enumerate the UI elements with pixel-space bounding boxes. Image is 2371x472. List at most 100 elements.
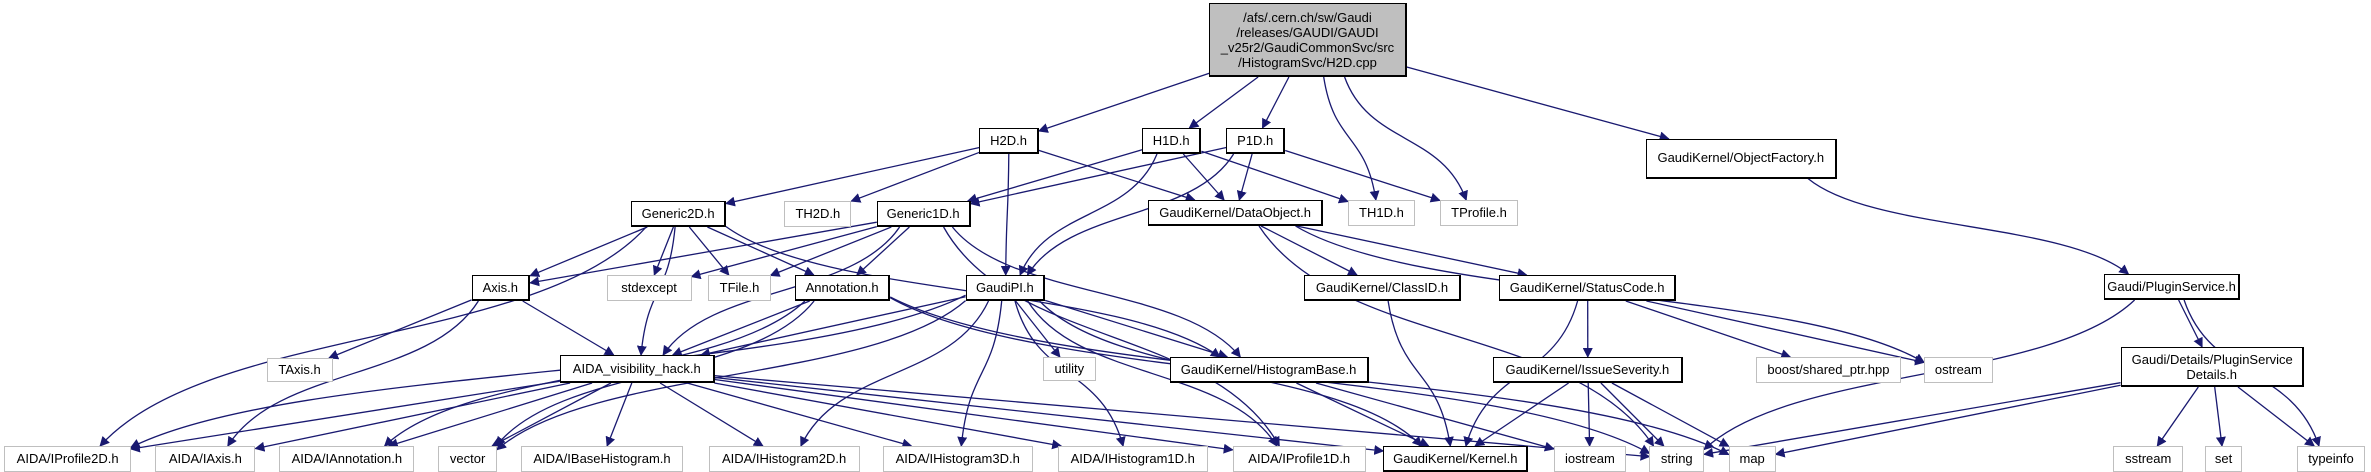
edge-generic2d-to-annotation <box>707 226 815 276</box>
node-string: string <box>1649 446 1705 472</box>
edge-aidahack-to-iprofile1d <box>714 378 1234 454</box>
edge-psdetails-to-typeinfo <box>2237 386 2315 447</box>
node-tfile: TFile.h <box>708 275 771 301</box>
node-h1d[interactable]: H1D.h <box>1142 128 1202 154</box>
edge-psdetails-to-string <box>1703 382 2121 458</box>
edge-aidahack-to-ihistogram3d <box>686 382 913 449</box>
node-issueseverity[interactable]: GaudiKernel/IssueSeverity.h <box>1492 357 1683 383</box>
node-taxis: TAxis.h <box>266 358 333 382</box>
edge-generic1d-to-aidahack <box>662 226 901 356</box>
edge-aidahack-to-string <box>714 375 1651 461</box>
edge-gaudipi-to-iprofile2d <box>129 294 966 449</box>
edge-aidahack-to-ihistogram1d <box>714 382 1063 450</box>
edge-psdetails-to-set <box>2214 386 2226 447</box>
node-ibasehistogram: AIDA/IBaseHistogram.h <box>520 446 684 472</box>
node-iostream: iostream <box>1553 446 1626 472</box>
edge-histogrambase-to-kernel <box>1296 382 1430 447</box>
edge-root-to-h1d <box>1188 76 1259 129</box>
node-histogrambase[interactable]: GaudiKernel/HistogramBase.h <box>1169 357 1369 383</box>
edge-gaudipi-to-iprofile1d <box>1027 300 1278 447</box>
node-ihistogram3d: AIDA/IHistogram3D.h <box>882 446 1033 472</box>
node-axis[interactable]: Axis.h <box>471 275 531 301</box>
edge-issueseverity-to-string <box>1600 382 1665 447</box>
node-p1d[interactable]: P1D.h <box>1226 128 1286 154</box>
edge-h2d-to-gaudipi <box>1000 153 1011 276</box>
edge-dataobject-to-classid <box>1260 225 1358 276</box>
edge-h1d-to-gaudipi <box>1018 153 1158 276</box>
node-label: Gaudi/Details/PluginService Details.h <box>2131 351 2293 382</box>
node-map: map <box>1728 446 1776 472</box>
node-pluginservice[interactable]: Gaudi/PluginService.h <box>2104 274 2241 300</box>
node-statuscode[interactable]: GaudiKernel/StatusCode.h <box>1499 275 1677 301</box>
node-typeinfo: typeinfo <box>2296 446 2366 472</box>
edge-gaudipi-to-ihistogram3d <box>957 300 1003 447</box>
node-iprofile1d: AIDA/IProfile1D.h <box>1232 446 1366 472</box>
edge-statuscode-to-boost <box>1625 300 1792 359</box>
node-annotation[interactable]: Annotation.h <box>795 275 891 301</box>
edge-root-to-objectfactory <box>1406 66 1670 142</box>
node-h2d[interactable]: H2D.h <box>979 128 1039 154</box>
edge-gaudipi-to-histogrambase <box>1044 299 1229 360</box>
node-th1d: TH1D.h <box>1347 200 1415 226</box>
edge-aidahack-to-iprofile2d <box>129 380 561 453</box>
edge-classid-to-kernel <box>1387 300 1454 447</box>
edge-gaudipi-to-vector <box>496 300 967 451</box>
edge-generic1d-to-tfile <box>769 226 892 277</box>
edge-pluginservice-to-psdetails <box>2178 299 2203 348</box>
edge-p1d-to-generic1d <box>969 146 1227 207</box>
edge-issueseverity-to-iostream <box>1584 382 1595 447</box>
node-generic1d[interactable]: Generic1D.h <box>876 201 971 227</box>
node-ihistogram1d: AIDA/IHistogram1D.h <box>1057 446 1208 472</box>
node-ostream: ostream <box>1924 357 1993 383</box>
node-set: set <box>2205 446 2243 472</box>
node-iannotation: AIDA/IAnnotation.h <box>279 446 415 472</box>
edge-root-to-p1d <box>1261 76 1290 129</box>
edge-h1d-to-dataobject <box>1182 153 1225 201</box>
edge-axis-to-iaxis <box>227 300 479 447</box>
node-utility: utility <box>1042 357 1097 381</box>
edge-aidahack-to-ihistogram2d <box>659 382 764 447</box>
node-generic2d[interactable]: Generic2D.h <box>631 201 726 227</box>
node-classid[interactable]: GaudiKernel/ClassID.h <box>1304 275 1461 301</box>
node-stdexcept: stdexcept <box>606 275 692 301</box>
edge-aidahack-to-iannotation <box>387 382 593 449</box>
node-iprofile2d: AIDA/IProfile2D.h <box>4 446 131 472</box>
edge-histogrambase-to-iostream <box>1315 382 1555 452</box>
node-tprofile: TProfile.h <box>1439 200 1519 226</box>
edge-p1d-to-gaudipi <box>1026 153 1235 276</box>
node-dataobject[interactable]: GaudiKernel/DataObject.h <box>1148 200 1324 226</box>
edge-statuscode-to-ostream <box>1646 300 1926 366</box>
node-root-h2d-cpp: /afs/.cern.ch/sw/Gaudi /releases/GAUDI/G… <box>1209 3 1407 77</box>
edge-dataobject-to-string <box>1258 225 1655 447</box>
node-th2d: TH2D.h <box>784 201 852 227</box>
edge-generic1d-to-annotation <box>856 226 910 276</box>
edge-p1d-to-dataobject <box>1236 153 1253 201</box>
edge-objectfactory-to-pluginservice <box>1807 178 2130 275</box>
edge-root-to-h2d <box>1037 72 1210 133</box>
edge-axis-to-taxis <box>328 299 472 360</box>
edge-pluginservice-to-string <box>1703 299 2136 451</box>
edge-generic1d-to-stdexcept <box>690 225 877 280</box>
node-psdetails[interactable]: Gaudi/Details/PluginService Details.h <box>2120 347 2304 387</box>
edge-issueseverity-to-kernel <box>1474 382 1569 447</box>
edge-p1d-to-tprofile <box>1285 149 1441 203</box>
edge-psdetails-to-sstream <box>2156 386 2199 447</box>
node-ihistogram2d: AIDA/IHistogram2D.h <box>708 446 860 472</box>
edge-h1d-to-th1d <box>1201 150 1349 204</box>
edge-gaudipi-to-aidahack <box>699 296 966 358</box>
edge-h1d-to-generic1d <box>966 149 1143 204</box>
edge-annotation-to-aidahack <box>671 300 810 357</box>
edge-generic2d-to-iprofile2d <box>99 226 647 447</box>
node-gaudipi[interactable]: GaudiPI.h <box>965 275 1046 301</box>
edge-aidahack-to-vector <box>491 382 612 447</box>
edge-root-to-th1d <box>1323 76 1380 201</box>
node-sstream: sstream <box>2113 446 2184 472</box>
node-kernel[interactable]: GaudiKernel/Kernel.h <box>1383 446 1529 472</box>
edge-aidahack-to-iaxis <box>254 382 571 452</box>
edge-h2d-to-th2d <box>850 151 980 203</box>
edge-aidahack-to-ibasehistogram <box>605 382 633 447</box>
node-aidahack[interactable]: AIDA_visibility_hack.h <box>559 355 715 383</box>
node-objectfactory[interactable]: GaudiKernel/ObjectFactory.h <box>1645 138 1837 179</box>
